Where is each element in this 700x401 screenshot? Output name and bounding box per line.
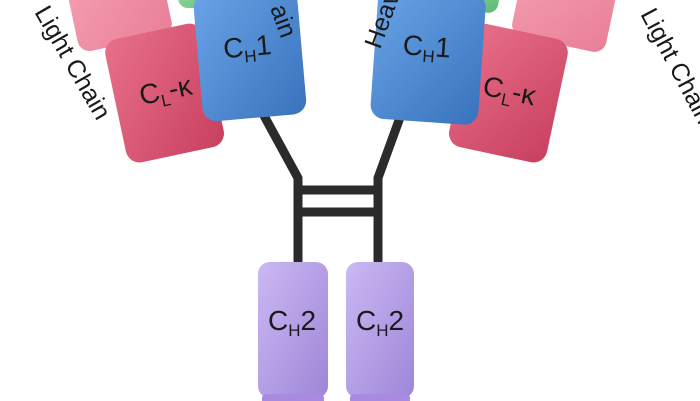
right-upper-pink-domain — [512, 0, 624, 52]
left-ch1-domain: CH1 — [193, 0, 307, 122]
left-ch2-domain: CH2 — [258, 262, 328, 401]
left-ch2-label: CH2 — [268, 305, 316, 340]
left-heavy-linker — [257, 107, 303, 267]
left-cl-label: CL-κ — [136, 69, 196, 114]
hinge-linkers — [211, 95, 473, 267]
right-ch1-domain: CH1 — [370, 0, 486, 125]
light-chain-right-label: Light Chain — [635, 4, 700, 129]
left-cl-domain: CL-κ — [105, 23, 224, 163]
right-ch2-domain: CH2 — [346, 262, 414, 401]
right-ch1-label: CH1 — [402, 29, 452, 67]
right-ch2-label: CH2 — [356, 305, 404, 340]
left-ch1-label: CH1 — [222, 29, 273, 68]
right-heavy-linker — [373, 107, 407, 267]
left-upper-pink-domain — [60, 0, 172, 52]
